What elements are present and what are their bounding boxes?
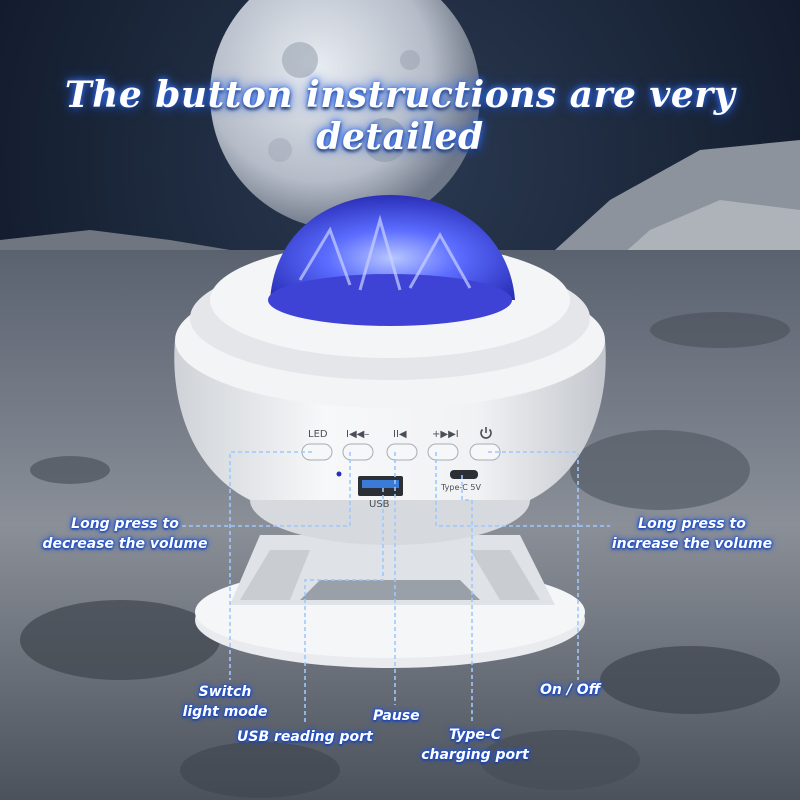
led-button-label: LED (308, 429, 328, 440)
usb-port-label: USB (369, 499, 390, 510)
callout-usb-reading-port: USB reading port (237, 729, 373, 745)
callout-typec-line2: charging port (421, 747, 529, 763)
typec-port-label: Type-C 5V (441, 483, 481, 492)
callout-typec-charging-port: Type-C charging port (415, 725, 535, 765)
callout-pause: Pause (373, 708, 420, 724)
callout-volume-up-line1: Long press to (638, 516, 746, 532)
callout-volume-down: Long press to decrease the volume (40, 514, 210, 554)
callout-volume-down-line1: Long press to (71, 516, 179, 532)
callout-switch-light-mode: Switch light mode (175, 682, 275, 722)
control-panel (301, 443, 501, 496)
headline: The button instructions are very detaile… (64, 74, 736, 158)
power-icon (478, 425, 494, 441)
callout-volume-up-line2: increase the volume (611, 536, 773, 552)
callout-lines (180, 451, 610, 725)
callout-switch-line2: light mode (182, 704, 268, 720)
callout-typec-line1: Type-C (449, 727, 501, 743)
next-button-label: +▶▶I (432, 429, 459, 440)
previous-button-label: I◀◀– (346, 429, 370, 440)
callout-on-off: On / Off (540, 682, 601, 698)
callout-volume-up: Long press to increase the volume (607, 514, 777, 554)
callout-volume-down-line2: decrease the volume (42, 536, 208, 552)
callout-switch-line1: Switch (198, 684, 252, 700)
pause-button-label: II◀ (393, 429, 407, 440)
